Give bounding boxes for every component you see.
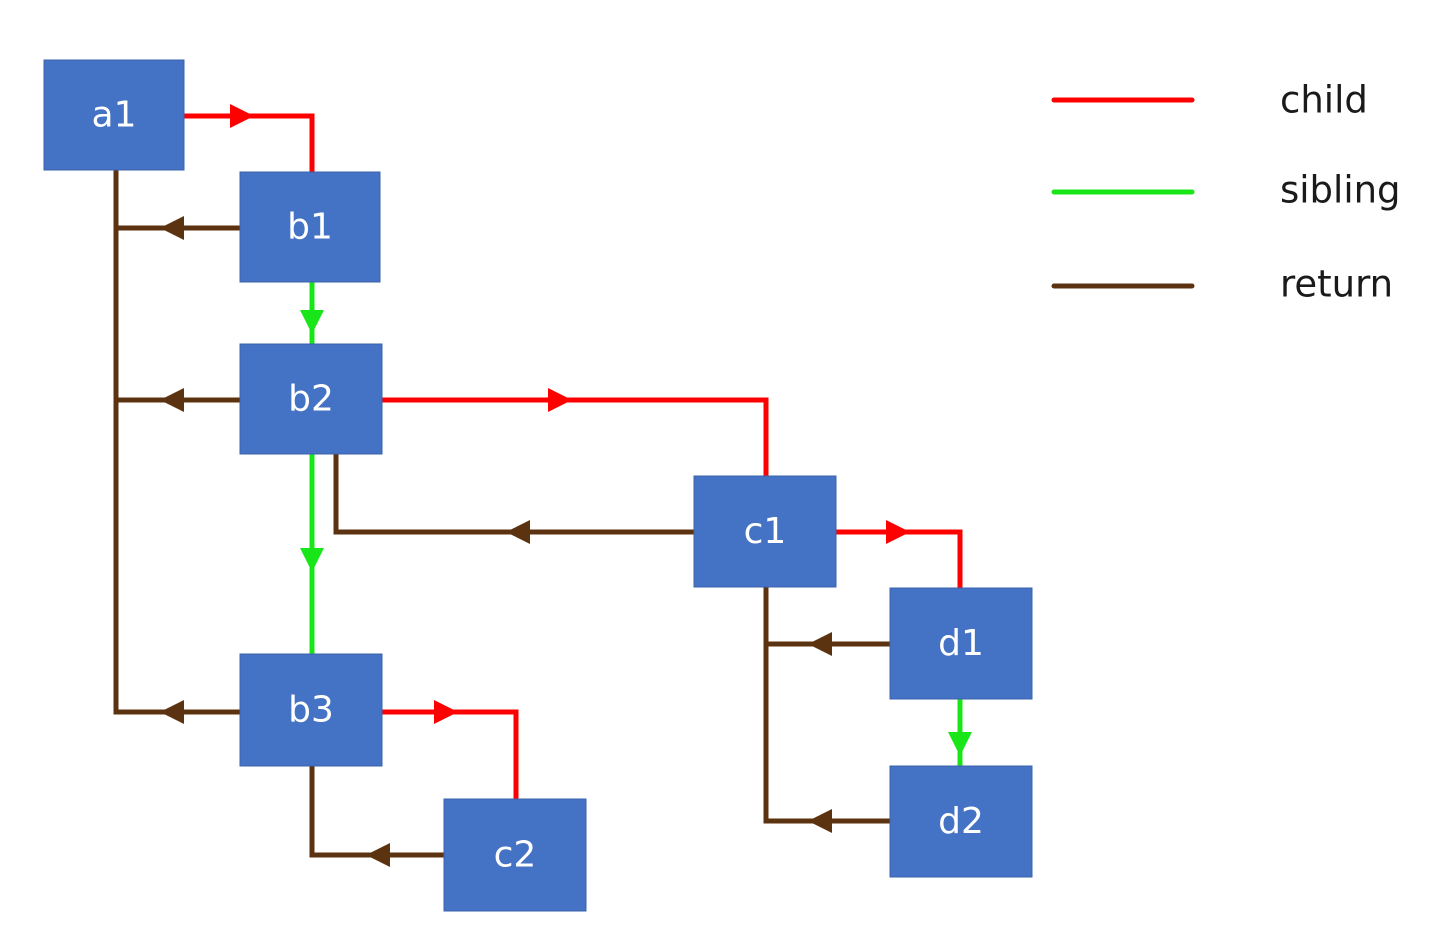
node-box-b2 xyxy=(239,343,383,455)
edge-return-d2-to-c1 xyxy=(766,809,890,833)
node-b3: b3 xyxy=(239,653,383,767)
node-label-b1: b1 xyxy=(287,207,333,248)
arrowhead-return-icon xyxy=(160,700,184,724)
edge-return-c2-to-b3 xyxy=(309,766,444,867)
node-box-c1 xyxy=(693,475,837,588)
edge-return-b2-to-a1 xyxy=(116,388,240,412)
legend-item-return: return xyxy=(1051,263,1393,306)
legend-label-child: child xyxy=(1280,79,1368,122)
node-label-a1: a1 xyxy=(92,95,137,136)
edge-line-c2-to-b3 xyxy=(309,766,444,858)
node-box-c2 xyxy=(443,798,587,912)
edge-sibling-d1-to-d2 xyxy=(948,699,972,766)
edge-line-b2-to-c1 xyxy=(382,397,769,476)
arrowhead-return-icon xyxy=(808,632,832,656)
edge-line-c1-to-b2 xyxy=(333,454,694,535)
node-label-b3: b3 xyxy=(288,690,334,731)
edge-line-c1-to-d1 xyxy=(836,529,963,588)
arrowhead-child-icon xyxy=(886,520,910,544)
node-box-d2 xyxy=(889,765,1033,878)
node-box-a1 xyxy=(43,59,185,171)
node-box-d1 xyxy=(889,587,1033,700)
legend-item-sibling: sibling xyxy=(1051,169,1401,212)
arrowhead-sibling-icon xyxy=(300,310,324,334)
edge-line-b3-to-c2 xyxy=(382,709,519,799)
edge-sibling-b1-to-b2 xyxy=(300,282,324,344)
edge-return-b1-to-a1 xyxy=(116,216,240,240)
arrowhead-return-icon xyxy=(160,216,184,240)
node-a1: a1 xyxy=(43,59,185,171)
node-c1: c1 xyxy=(693,475,837,588)
node-d2: d2 xyxy=(889,765,1033,878)
arrowhead-return-icon xyxy=(506,520,530,544)
legend: child sibling return xyxy=(1051,79,1401,306)
node-box-b1 xyxy=(239,171,381,283)
arrowhead-return-icon xyxy=(160,388,184,412)
node-label-d1: d1 xyxy=(938,623,984,664)
legend-item-child: child xyxy=(1051,79,1368,122)
node-c2: c2 xyxy=(443,798,587,912)
arrowhead-child-icon xyxy=(230,104,254,128)
nodes-layer: a1 b1 b2 b3 c1 c2 d1 d2 xyxy=(43,59,1033,912)
arrowhead-return-icon xyxy=(808,809,832,833)
edge-return-b3-to-a1 xyxy=(116,700,240,724)
edge-return-c1-to-b2 xyxy=(333,454,694,544)
node-label-c2: c2 xyxy=(494,835,537,876)
edge-child-a1-to-b1 xyxy=(184,104,315,172)
node-d1: d1 xyxy=(889,587,1033,700)
edge-return-d1-to-c1 xyxy=(766,632,890,656)
arrowhead-return-icon xyxy=(366,843,390,867)
edge-line-a1-to-b1 xyxy=(184,113,315,172)
arrowhead-child-icon xyxy=(434,700,458,724)
edge-child-b2-to-c1 xyxy=(382,388,769,476)
node-b1: b1 xyxy=(239,171,381,283)
node-box-b3 xyxy=(239,653,383,767)
node-label-c1: c1 xyxy=(744,511,787,552)
edge-child-b3-to-c2 xyxy=(382,700,519,799)
node-label-b2: b2 xyxy=(288,379,334,420)
legend-label-return: return xyxy=(1280,263,1393,306)
edge-child-c1-to-d1 xyxy=(836,520,963,588)
node-b2: b2 xyxy=(239,343,383,455)
edges-layer xyxy=(113,104,972,867)
legend-label-sibling: sibling xyxy=(1280,169,1401,212)
arrowhead-sibling-icon xyxy=(300,548,324,572)
arrowhead-child-icon xyxy=(548,388,572,412)
edge-sibling-b2-to-b3 xyxy=(300,454,324,654)
arrowhead-sibling-icon xyxy=(948,732,972,756)
node-label-d2: d2 xyxy=(938,801,984,842)
